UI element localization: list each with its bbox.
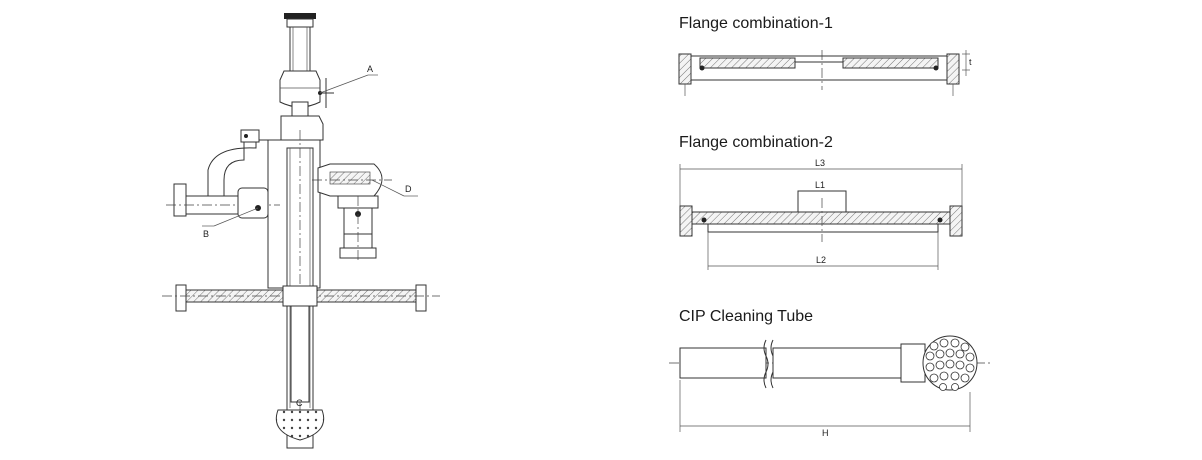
valve-b <box>237 187 269 219</box>
main-housing-top <box>280 115 324 141</box>
callout-a-label: A <box>367 64 373 74</box>
cip-dim-h: H <box>822 428 829 438</box>
flange2-dim-l2: L2 <box>816 255 826 265</box>
flange-combination-2-title: Flange combination-2 <box>679 134 833 151</box>
callout-c-label: C <box>296 398 303 408</box>
flange2-dim-l1: L1 <box>815 180 825 190</box>
spray-ball <box>275 409 325 441</box>
bend-pipe <box>223 140 245 196</box>
valve-assembly-drawing: A B <box>162 13 440 449</box>
flange1-dim-t: t <box>969 57 972 67</box>
callout-b-label: B <box>203 229 209 239</box>
tube-break-mark <box>763 339 769 389</box>
flange-combination-1-title: Flange combination-1 <box>679 15 833 32</box>
cip-cleaning-tube-title: CIP Cleaning Tube <box>679 308 814 325</box>
top-cap <box>284 13 316 19</box>
callout-d-label: D <box>405 184 412 194</box>
flange-combination-1-drawing: t <box>678 50 972 96</box>
flange2-dim-l3: L3 <box>815 158 825 168</box>
flange-combination-2-drawing: L3 L1 L2 <box>679 158 963 270</box>
cip-cleaning-tube-drawing: H <box>669 335 992 438</box>
